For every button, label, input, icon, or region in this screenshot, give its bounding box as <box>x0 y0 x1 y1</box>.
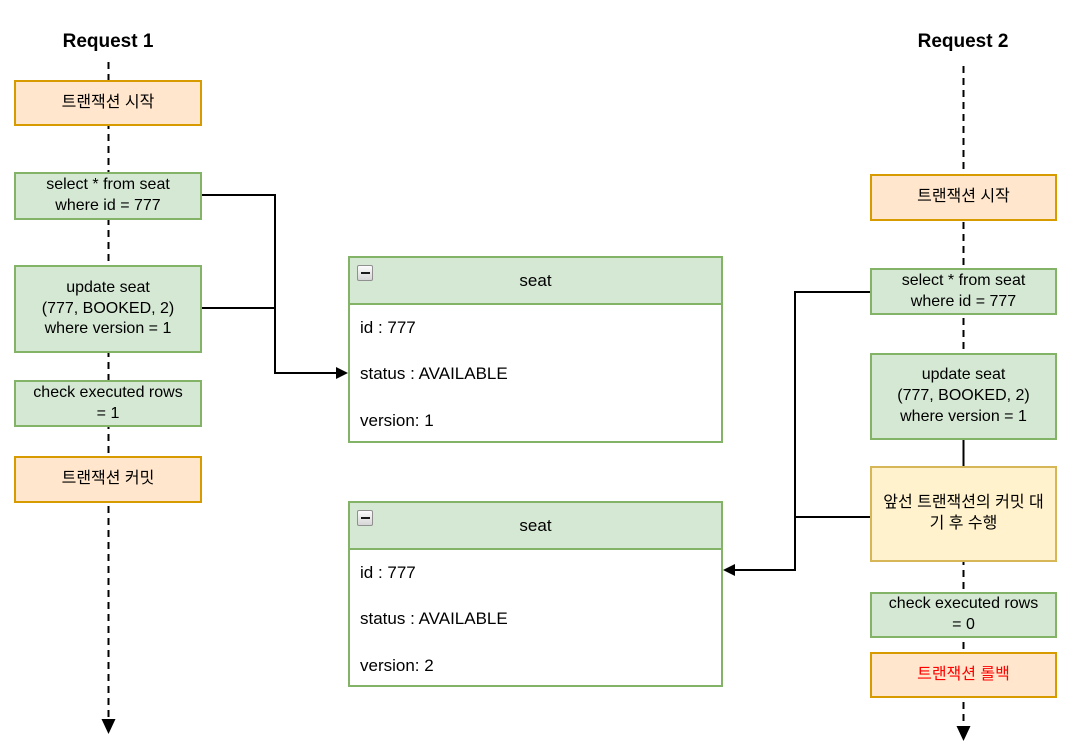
table-row: status : AVAILABLE <box>360 609 508 629</box>
table-row: version: 1 <box>360 410 434 430</box>
table-row: version: 2 <box>360 655 434 675</box>
collapse-button[interactable] <box>357 265 373 281</box>
r1-transaction-start-box: 트랜잭션 시작 <box>14 80 202 126</box>
request2-title: Request 2 <box>917 31 1009 52</box>
r2-select-box: select * from seat where id = 777 <box>870 268 1057 315</box>
seat-table-after-header: seat <box>350 503 721 550</box>
table-title: seat <box>519 270 552 290</box>
request1-title: Request 1 <box>62 31 154 52</box>
collapse-button[interactable] <box>357 510 373 526</box>
table-row: status : AVAILABLE <box>360 364 508 384</box>
seat-table-after: seat id : 777 status : AVAILABLE version… <box>348 501 723 687</box>
r2-check-rows-box: check executed rows = 0 <box>870 592 1057 638</box>
edge-r1-select-to-seat1 <box>202 194 336 374</box>
r1-select-box: select * from seat where id = 777 <box>14 172 202 220</box>
r2-transaction-start-box: 트랜잭션 시작 <box>870 174 1057 221</box>
r2-transaction-rollback-box: 트랜잭션 롤백 <box>870 652 1057 698</box>
seat-table-before-header: seat <box>350 258 721 305</box>
table-row: id : 777 <box>360 318 416 338</box>
r2-wait-for-commit-box: 앞선 트랜잭션의 커밋 대 기 후 수행 <box>870 466 1057 562</box>
minus-icon <box>360 517 370 519</box>
edge-r2-arrowhead <box>723 564 735 576</box>
r1-update-box: update seat (777, BOOKED, 2) where versi… <box>14 265 202 353</box>
table-title: seat <box>519 515 552 535</box>
lifeline-request1-arrowhead <box>101 719 116 734</box>
seat-table-before: seat id : 777 status : AVAILABLE version… <box>348 256 723 443</box>
edge-r1-arrowhead <box>336 367 348 379</box>
r1-check-rows-box: check executed rows = 1 <box>14 380 202 427</box>
r2-update-box: update seat (777, BOOKED, 2) where versi… <box>870 353 1057 440</box>
table-row: id : 777 <box>360 563 416 583</box>
minus-icon <box>360 272 370 274</box>
r1-transaction-commit-box: 트랜잭션 커밋 <box>14 456 202 503</box>
lifeline-request2-arrowhead <box>956 726 971 741</box>
edge-r2-select-to-seat2 <box>735 291 870 571</box>
